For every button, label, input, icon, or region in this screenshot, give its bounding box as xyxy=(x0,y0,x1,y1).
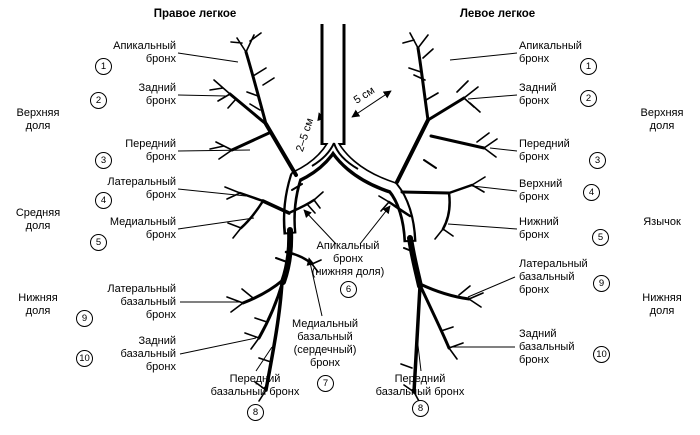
number-badge-5-right: 5 xyxy=(90,234,107,251)
number-badge-2-left: 2 xyxy=(580,90,597,107)
arrow-leader-lines xyxy=(303,205,391,317)
label-right-upper-lobe: Верхняя доля xyxy=(16,107,60,132)
label-right-lateral-bronchus: Латеральный бронх xyxy=(107,176,176,201)
number-badge-8-right: 8 xyxy=(247,404,264,421)
label-left-superior-bronchus: Верхний бронх xyxy=(519,178,563,203)
right-lung-title: Правое легкое xyxy=(153,8,237,20)
trachea-length-label: 2–5 см xyxy=(294,117,316,154)
label-right-anterior-basal-bronchus: Передний базальный бронх xyxy=(210,373,300,398)
number-badge-1-right: 1 xyxy=(95,58,112,75)
label-medial-basal-cardiac-bronchus: Медиальный базальный (сердечный) бронх xyxy=(291,318,359,369)
number-badge-3-left: 3 xyxy=(589,152,606,169)
number-badge-10-right: 10 xyxy=(76,350,93,367)
number-badge-8-left: 8 xyxy=(412,400,429,417)
number-badge-9-right: 9 xyxy=(76,310,93,327)
label-right-posterior-basal-bronchus: Задний базальный бронх xyxy=(120,335,176,373)
label-right-anterior-bronchus: Передний бронх xyxy=(125,138,176,163)
left-lung-title: Левое легкое xyxy=(459,8,536,20)
label-right-posterior-bronchus: Задний бронх xyxy=(138,82,176,107)
label-left-lower-lobe: Нижняя доля xyxy=(642,292,682,317)
label-right-medial-bronchus: Медиальный бронх xyxy=(109,216,176,241)
label-left-apical-bronchus: Апикальный бронх xyxy=(519,40,582,65)
number-badge-6: 6 xyxy=(340,281,357,298)
label-right-lateral-basal-bronchus: Латеральный базальный бронх xyxy=(107,283,176,321)
label-apical-lower-bronchus: Апикальный бронх (нижняя доля) xyxy=(311,240,385,278)
label-left-posterior-bronchus: Задний бронх xyxy=(519,82,557,107)
number-badge-9-left: 9 xyxy=(593,275,610,292)
number-badge-1-left: 1 xyxy=(580,58,597,75)
label-right-middle-lobe: Средняя доля xyxy=(15,207,61,232)
label-left-lateral-basal-bronchus: Латеральный базальный бронх xyxy=(519,258,588,296)
label-lingula: Язычок xyxy=(643,216,681,228)
number-badge-7: 7 xyxy=(317,375,334,392)
bronchial-tree xyxy=(209,18,498,404)
number-badge-5-left: 5 xyxy=(592,229,609,246)
number-badge-4-left: 4 xyxy=(583,184,600,201)
number-badge-3-right: 3 xyxy=(95,152,112,169)
label-right-lower-lobe: Нижняя доля xyxy=(18,292,58,317)
label-left-anterior-basal-bronchus: Передний базальный бронх xyxy=(375,373,465,398)
label-left-posterior-basal-bronchus: Задний базальный бронх xyxy=(519,328,575,366)
label-left-anterior-bronchus: Передний бронх xyxy=(519,138,570,163)
label-right-apical-bronchus: Апикальный бронх xyxy=(113,40,176,65)
number-badge-4-right: 4 xyxy=(95,192,112,209)
label-left-inferior-bronchus: Нижний бронх xyxy=(519,216,559,241)
number-badge-10-left: 10 xyxy=(593,346,610,363)
number-badge-2-right: 2 xyxy=(90,92,107,109)
label-left-upper-lobe: Верхняя доля xyxy=(640,107,684,132)
